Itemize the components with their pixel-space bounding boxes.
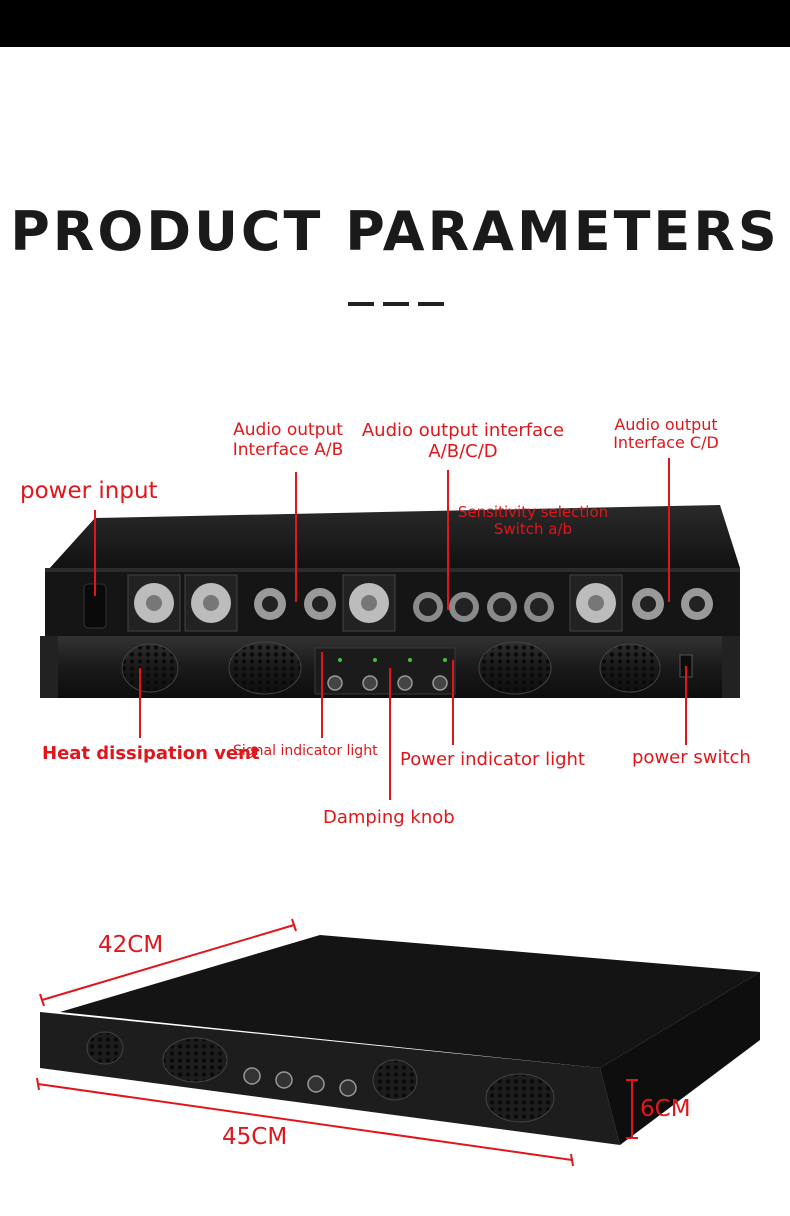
label-audio-output-abcd: Audio output interface A/B/C/D xyxy=(361,420,565,462)
top-bar xyxy=(0,0,790,47)
rear-fans xyxy=(127,574,623,632)
label-damping-knob: Damping knob xyxy=(323,807,455,828)
label-power-input: power input xyxy=(20,478,158,504)
page-title: PRODUCT PARAMETERS xyxy=(10,200,780,263)
speakon-outputs xyxy=(254,588,713,620)
dimension-lines xyxy=(36,918,638,1167)
amp-3d-lid xyxy=(60,935,760,1068)
dimension-height: 6CM xyxy=(640,1096,691,1122)
front-knobs xyxy=(327,675,448,691)
amp-3d-knobs xyxy=(243,1067,357,1097)
label-audio-output-cd: Audio output Interface C/D xyxy=(613,415,719,453)
indicator-leds xyxy=(338,658,447,662)
dimension-depth: 42CM xyxy=(98,932,164,958)
label-power-switch: power switch xyxy=(632,747,751,768)
label-signal-light: Signal indicator light xyxy=(233,743,378,759)
amp-lid xyxy=(48,505,740,570)
dimension-width: 45CM xyxy=(222,1124,288,1150)
front-vents xyxy=(121,641,661,695)
label-power-light: Power indicator light xyxy=(400,749,585,770)
label-audio-output-ab: Audio output Interface A/B xyxy=(232,420,344,460)
label-heat-vent: Heat dissipation vent xyxy=(42,743,260,764)
xlr-inputs xyxy=(413,592,554,622)
title-divider xyxy=(348,302,444,306)
label-sensitivity-switch: Sensitivity selection Switch a/b xyxy=(457,503,609,539)
callout-lines xyxy=(94,458,687,800)
amp-3d-vents xyxy=(86,1031,555,1123)
